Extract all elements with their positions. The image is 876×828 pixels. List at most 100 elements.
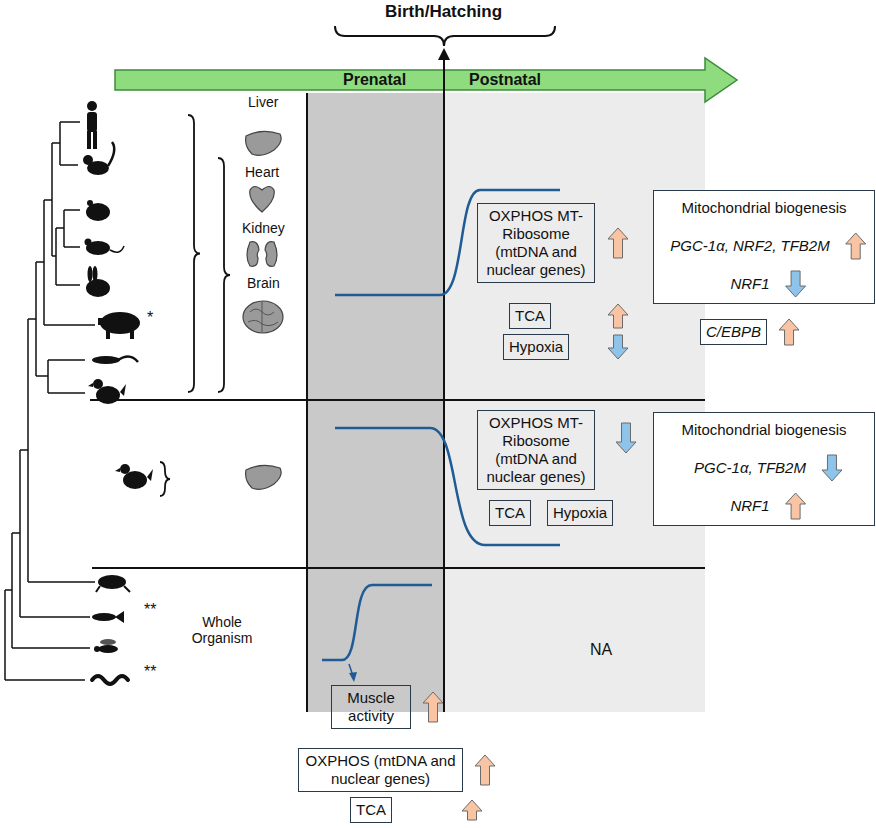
annotation-label: Postnatal (469, 71, 541, 89)
silhouette (88, 383, 93, 387)
postnatal-band (444, 93, 705, 712)
silhouette (92, 676, 128, 684)
decrease-arrow (822, 455, 842, 481)
silhouette (87, 101, 97, 111)
silhouette (96, 586, 130, 592)
silhouette (88, 266, 93, 282)
process-box: TCA (350, 797, 392, 823)
tree-branch (52, 142, 60, 144)
gene-box: C/EBPB (700, 319, 767, 345)
curly-brace (188, 115, 200, 392)
box-text: OXPHOS MT-Ribosome (mtDNA and nuclear ge… (483, 414, 589, 486)
birth-marker (335, 26, 555, 93)
tree-branch (20, 449, 28, 451)
silhouette (92, 356, 120, 364)
annotation-label: Birth/Hatching (385, 2, 502, 22)
annotation-label: NA (590, 641, 612, 659)
annotation-label: Brain (247, 275, 280, 291)
silhouette (120, 464, 130, 474)
increase-arrow (846, 233, 866, 259)
increase-arrow (608, 228, 628, 258)
tree-branch (64, 209, 80, 211)
tree-branch (44, 199, 52, 201)
tree-branch (5, 679, 85, 681)
tree-branch (64, 246, 80, 248)
phylogenetic-tree (5, 122, 95, 680)
tree-branch (56, 227, 64, 229)
box-text: Mitochondrial biogenesis (681, 421, 846, 439)
silhouette (120, 384, 126, 396)
annotation-label: ** (144, 601, 156, 619)
process-box: Muscle activity (331, 685, 411, 729)
silhouette (87, 112, 97, 132)
tree-branch (44, 324, 95, 326)
decrease-arrow (616, 423, 636, 453)
silhouette (115, 611, 124, 623)
decrease-arrow (608, 335, 628, 359)
tree-branch (48, 392, 85, 394)
box-text: OXPHOS MT-Ribosome (mtDNA and nuclear ge… (483, 207, 589, 279)
silhouette (83, 155, 93, 165)
animal-silhouettes (83, 101, 153, 684)
annotation-label: Kidney (242, 220, 285, 236)
tree-branch (4, 590, 6, 680)
timeline-arrow (115, 58, 737, 102)
gene-name: C/EBPB (706, 323, 761, 341)
prenatal-band (307, 93, 444, 712)
frame-lines (90, 93, 705, 712)
tree-branch (5, 589, 12, 591)
box-text: Muscle activity (337, 689, 405, 725)
gene-name: PGC-1α, TFB2M (694, 459, 806, 477)
gene-name: NRF1 (730, 497, 769, 515)
decrease-arrow (786, 271, 806, 297)
box-text: Hypoxia (553, 504, 607, 522)
tree-branch (60, 121, 80, 123)
box-text: OXPHOS (mtDNA and nuclear genes) (304, 752, 457, 788)
gene-name: PGC-1α, NRF2, TFB2M (670, 237, 829, 255)
silhouette (87, 200, 93, 206)
silhouette (115, 468, 120, 472)
curly-brace (160, 462, 170, 496)
birth-arrowhead (438, 48, 450, 60)
increase-arrow (462, 800, 482, 820)
annotation-label: * (147, 309, 153, 327)
increase-arrow (423, 692, 443, 722)
tree-branch (28, 581, 95, 583)
silhouette (92, 613, 116, 621)
gene-box: Mitochondrial biogenesisPGC-1α, NRF2, TF… (653, 190, 875, 304)
silhouette (98, 318, 104, 325)
silhouette (106, 330, 110, 339)
increase-arrow (779, 319, 799, 345)
process-box: OXPHOS (mtDNA and nuclear genes) (298, 748, 463, 792)
increase-arrow (786, 493, 806, 519)
silhouette (93, 266, 98, 282)
increase-arrow (475, 755, 495, 785)
box-text: TCA (356, 801, 386, 819)
tree-branch (36, 375, 48, 377)
tree-branch (36, 261, 44, 263)
silhouette (118, 356, 138, 362)
silhouette (110, 246, 124, 252)
process-box: Hypoxia (503, 334, 569, 360)
tree-branch (12, 532, 20, 534)
increase-arrow (608, 304, 628, 328)
brain-folds (248, 302, 278, 332)
process-box: TCA (509, 303, 551, 329)
box-text: Hypoxia (509, 338, 563, 356)
gene-name: NRF1 (730, 275, 769, 293)
gene-box: Mitochondrial biogenesisPGC-1α, TFB2M NRF… (653, 412, 875, 526)
box-text: TCA (515, 307, 545, 325)
silhouette (100, 639, 116, 645)
box-fill (700, 319, 767, 345)
annotation-label: Whole Organism (183, 614, 261, 646)
box-text: Mitochondrial biogenesis (681, 199, 846, 217)
silhouette (130, 330, 134, 339)
process-box: OXPHOS MT-Ribosome (mtDNA and nuclear ge… (477, 203, 595, 283)
silhouette (94, 646, 100, 652)
braces (160, 115, 230, 496)
tree-branch (48, 359, 85, 361)
silhouette (93, 379, 103, 389)
silhouette (93, 131, 97, 149)
silhouette (85, 239, 92, 246)
